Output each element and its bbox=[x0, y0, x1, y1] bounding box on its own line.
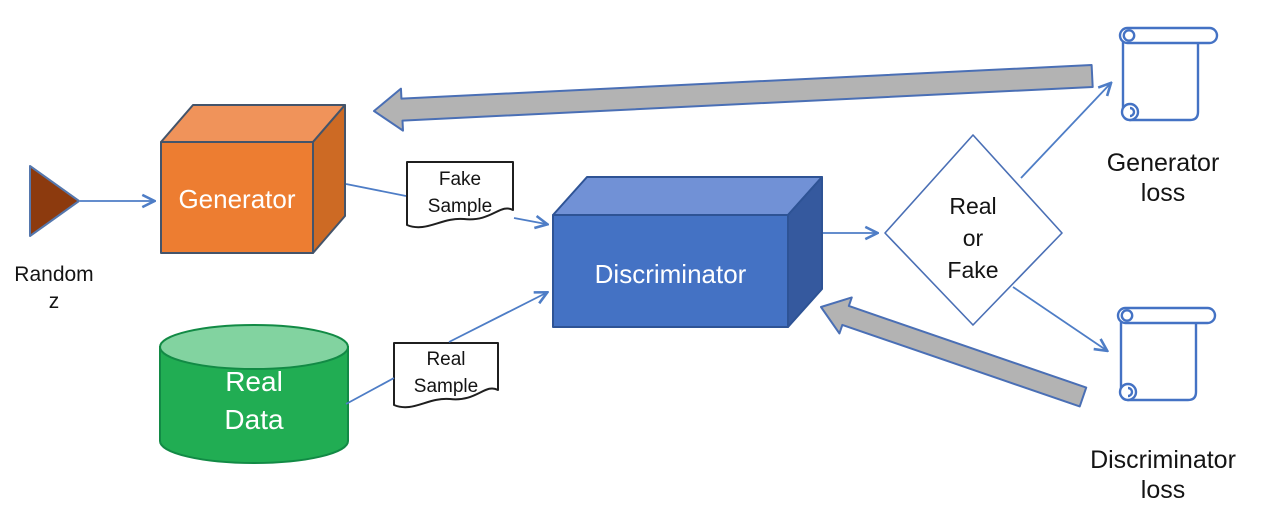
generator-loss-label: Generator loss bbox=[1083, 148, 1243, 208]
generator-feedback-arrow bbox=[373, 64, 1094, 132]
discriminator-box-front bbox=[552, 214, 789, 328]
generator-label: Generator bbox=[178, 184, 296, 214]
fake-sample-label: Fake Sample bbox=[406, 166, 514, 220]
real-or-fake-label: Real or Fake bbox=[903, 190, 1043, 286]
real-or-fake-line1: Real bbox=[949, 193, 997, 219]
random-z-triangle bbox=[29, 165, 80, 237]
generator-box-front bbox=[160, 141, 314, 254]
discriminator-loss-scroll bbox=[1116, 306, 1217, 402]
real-or-fake-diamond bbox=[884, 134, 1063, 326]
random-z-line1: Random bbox=[14, 263, 94, 286]
real-sample-label: Real Sample bbox=[393, 346, 499, 400]
arrow-decision-to-generator-loss bbox=[1020, 84, 1110, 179]
generator-box bbox=[160, 104, 346, 254]
random-z-line2: z bbox=[48, 290, 60, 313]
real-or-fake-line2: or bbox=[962, 225, 984, 251]
arrow-fake-sample-to-discriminator bbox=[513, 218, 546, 224]
real-data-cylinder-top bbox=[159, 324, 349, 370]
random-z-label: Random z bbox=[2, 261, 106, 315]
real-data-cylinder bbox=[159, 324, 349, 464]
discriminator-feedback-arrow bbox=[820, 296, 1088, 408]
real-sample-line1: Real bbox=[426, 349, 466, 370]
discriminator-box-top bbox=[552, 176, 823, 216]
real-data-label: Real Data bbox=[160, 363, 348, 439]
line-generator-to-fake-sample bbox=[345, 183, 407, 197]
discriminator-label: Discriminator bbox=[594, 259, 747, 289]
real-data-line2: Data bbox=[224, 404, 284, 435]
discriminator-loss-line2: loss bbox=[1140, 476, 1186, 504]
real-data-line1: Real bbox=[225, 366, 283, 397]
discriminator-box bbox=[552, 176, 823, 328]
fake-sample-line1: Fake bbox=[438, 169, 482, 190]
generator-loss-line2: loss bbox=[1140, 179, 1186, 207]
real-data-cylinder-body bbox=[159, 346, 349, 464]
real-or-fake-line3: Fake bbox=[947, 257, 999, 283]
discriminator-loss-line1: Discriminator bbox=[1090, 446, 1236, 474]
discriminator-loss-label: Discriminator loss bbox=[1083, 445, 1243, 505]
generator-loss-line1: Generator bbox=[1106, 149, 1220, 177]
arrow-decision-to-discriminator-loss bbox=[1012, 286, 1106, 350]
real-sample-line2: Sample bbox=[413, 376, 479, 397]
real-sample-document bbox=[393, 342, 499, 409]
arrow-real-sample-to-discriminator bbox=[448, 293, 546, 343]
fake-sample-line2: Sample bbox=[427, 196, 493, 217]
line-real-data-to-real-sample bbox=[345, 377, 395, 405]
fake-sample-document bbox=[406, 161, 514, 229]
generator-loss-scroll bbox=[1118, 26, 1219, 122]
